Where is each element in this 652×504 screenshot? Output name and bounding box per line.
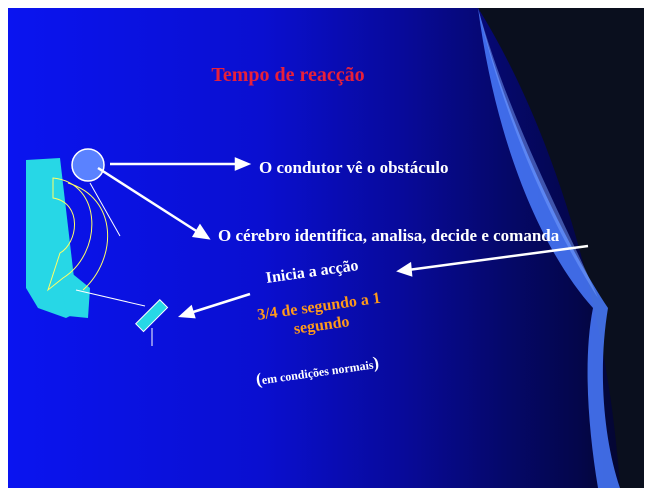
- head-icon: [71, 148, 105, 182]
- step-brain-processes: O cérebro identifica, analisa, decide e …: [218, 226, 560, 245]
- driver-outline: [47, 177, 93, 292]
- arrow-line-4: [189, 292, 251, 315]
- driver-arm-outline: [67, 182, 109, 291]
- reaction-diagram: [26, 148, 589, 346]
- step-sees-obstacle: O condutor vê o obstáculo: [259, 158, 449, 177]
- leg-line: [75, 289, 146, 307]
- pedal-shape: [135, 299, 169, 333]
- sight-line: [89, 182, 121, 237]
- driver-leg-shape: [53, 258, 90, 318]
- arrow-head-4: [177, 304, 196, 319]
- arrow-head-2: [191, 223, 211, 240]
- slide: Tempo de reacção O condutor vê o obstácu…: [8, 8, 644, 488]
- slide-title: Tempo de reacção: [211, 64, 365, 86]
- arrow-line-3: [407, 244, 589, 272]
- arrow-head-3: [396, 261, 413, 277]
- background-swoosh: [478, 8, 644, 488]
- arrow-head-1: [234, 157, 252, 171]
- arrow-line-2: [97, 166, 202, 236]
